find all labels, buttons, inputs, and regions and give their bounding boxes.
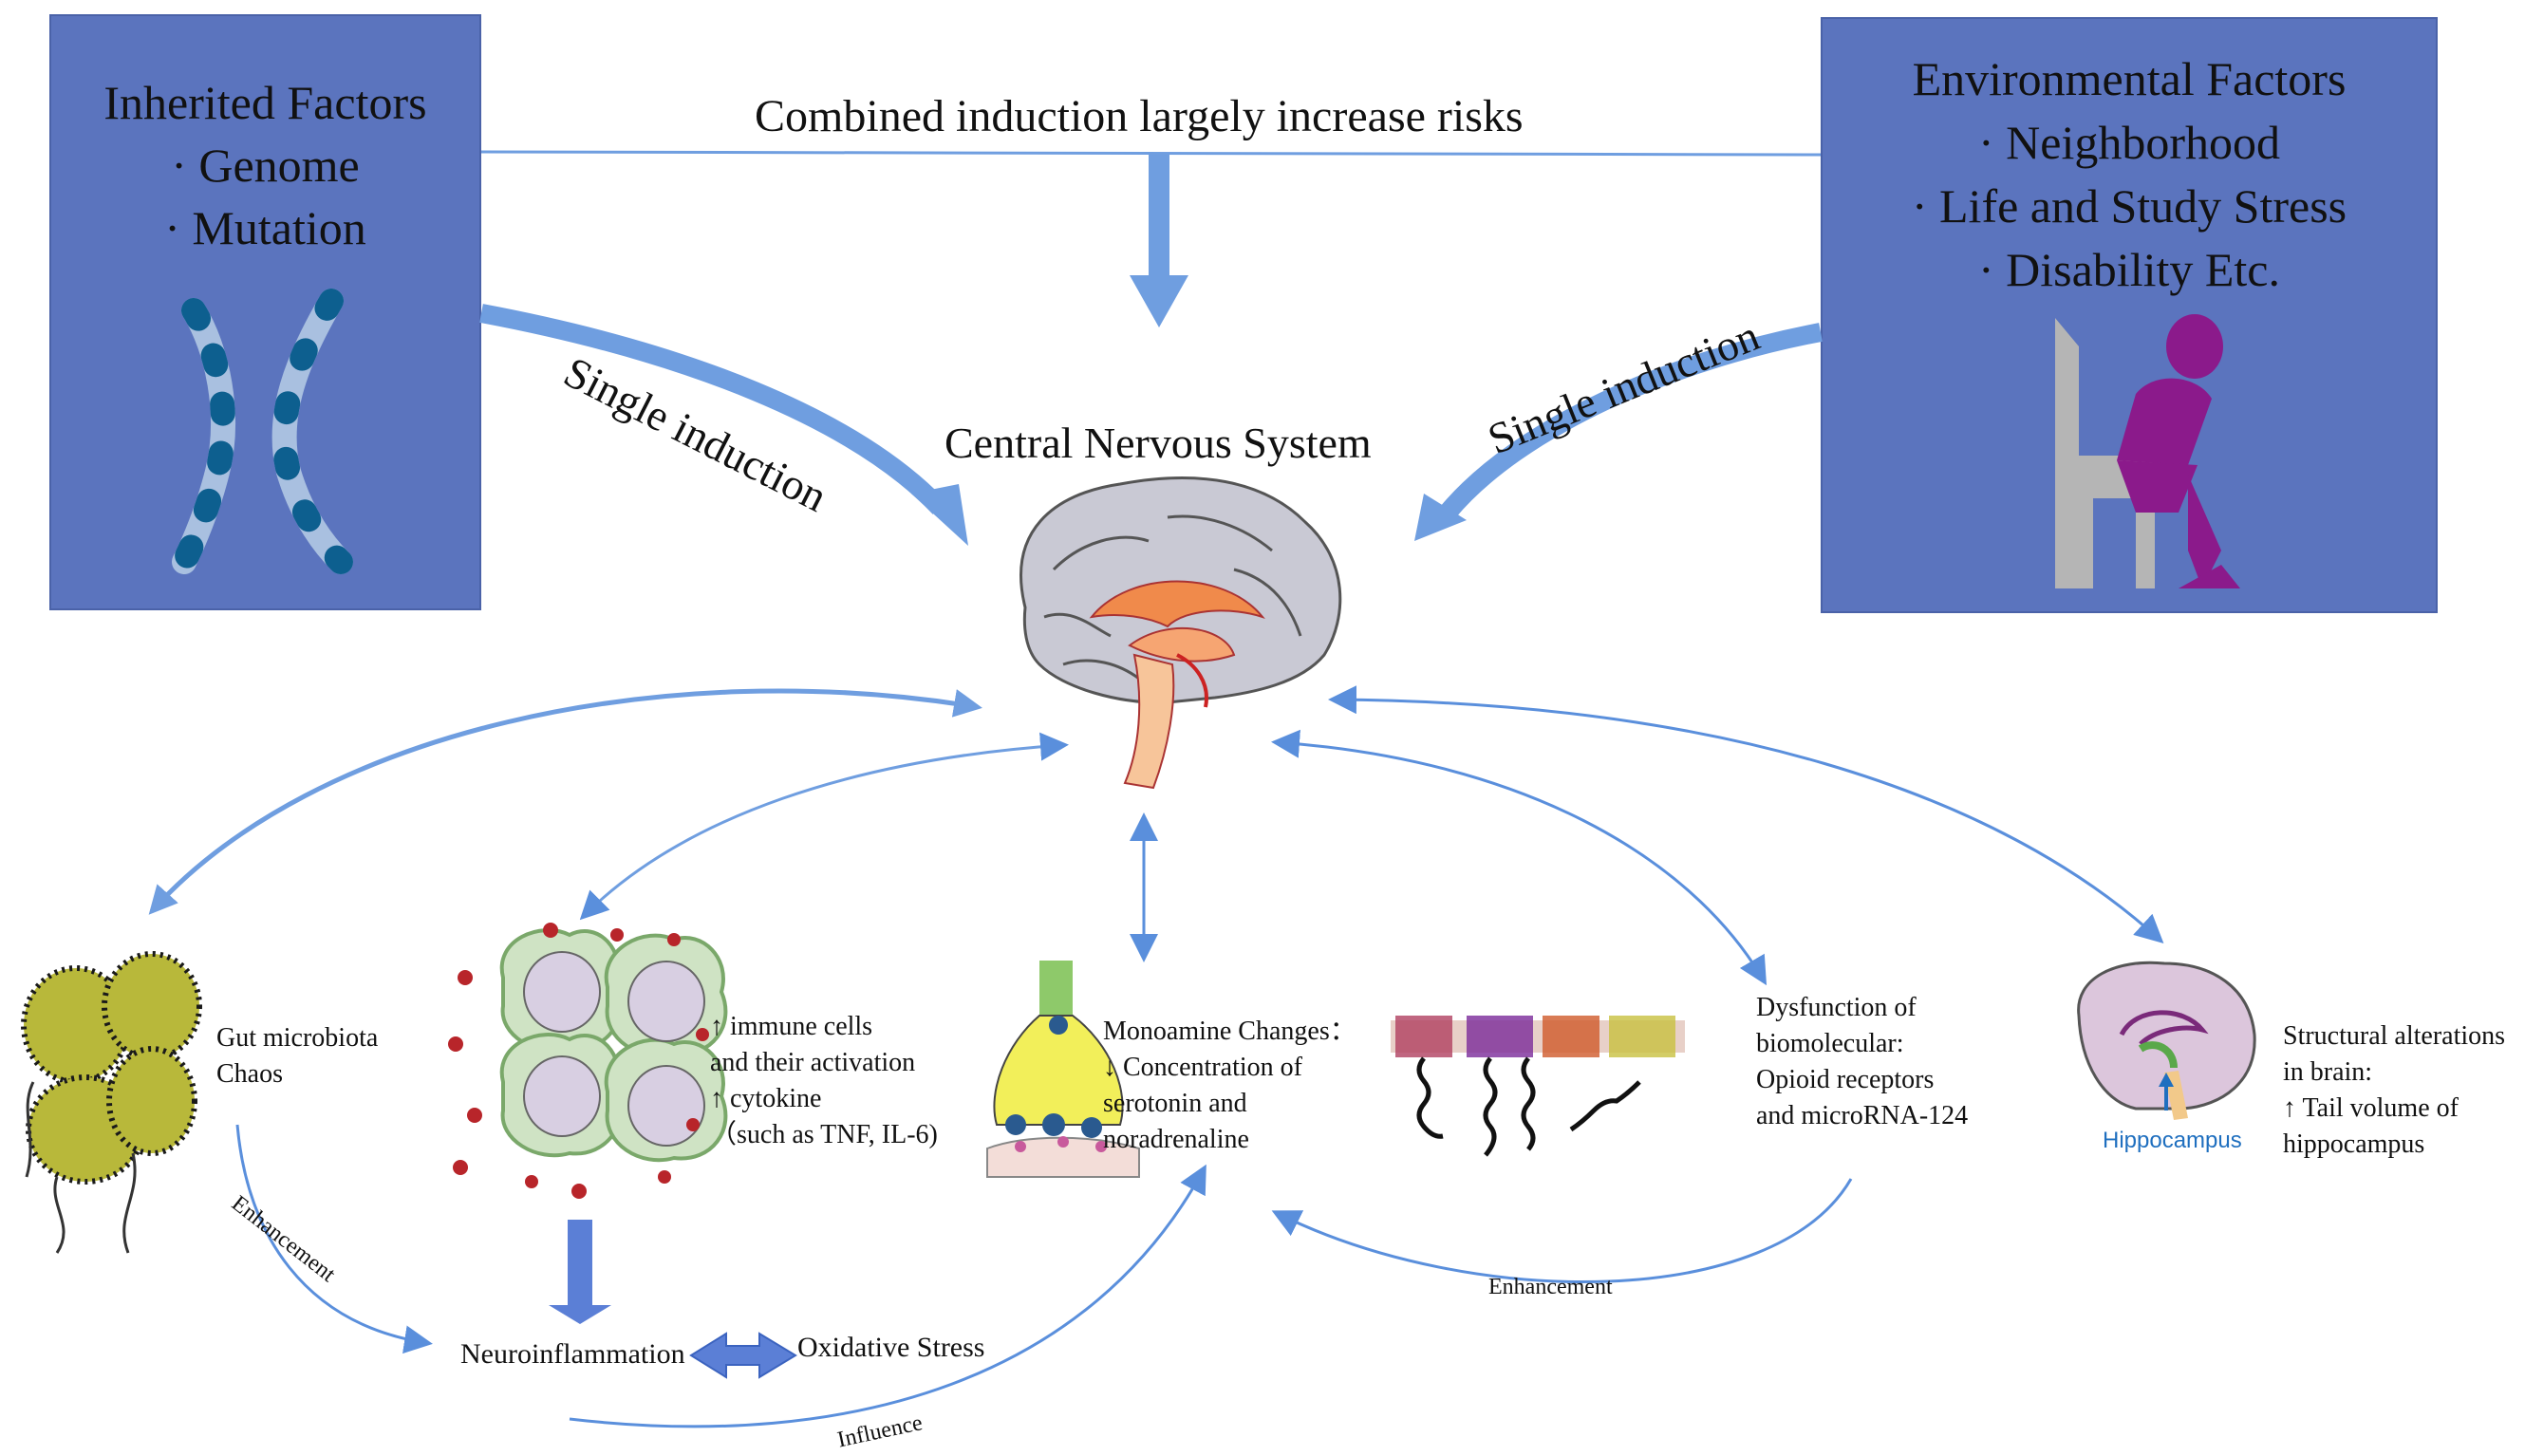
inherited-item-genome: · Genome	[171, 139, 360, 192]
environmental-item-disability: · Disability Etc.	[1978, 243, 2280, 296]
neuroinflammation-label: Neuroinflammation	[460, 1338, 685, 1370]
gut-microbiota-label: Gut microbiota Chaos	[216, 1023, 379, 1089]
immune-cells-label: ↑ immune cells and their activation ↑ cy…	[710, 1012, 938, 1149]
biomolecular-dysfunction-label: Dysfunction of biomolecular: Opioid rece…	[1756, 993, 1969, 1130]
inherited-factors-title: Inherited Factors	[103, 76, 427, 129]
oxidative-stress-label: Oxidative Stress	[797, 1332, 985, 1363]
combined-induction-label: Combined induction largely increase risk…	[755, 91, 1524, 141]
environmental-factors-box: Environmental Factors · Neighborhood · L…	[1821, 17, 2438, 613]
environmental-item-stress: · Life and Study Stress	[1911, 179, 2347, 233]
monoamine-changes-label: Monoamine Changes： ↓ Concentration of se…	[1103, 1017, 1356, 1154]
structural-alterations-label: Structural alterations in brain: ↑ Tail …	[2283, 1021, 2506, 1159]
environmental-factors-title: Environmental Factors	[1912, 52, 2347, 105]
enhancement-right-label: Enhancement	[1488, 1275, 1613, 1299]
sitting-person-icon	[2055, 314, 2240, 588]
central-nervous-system-label: Central Nervous System	[945, 419, 1372, 467]
chromosome-icon	[172, 289, 353, 574]
hippocampus-label: Hippocampus	[2103, 1128, 2242, 1153]
inherited-item-mutation: · Mutation	[164, 201, 366, 254]
inherited-factors-box: Inherited Factors · Genome · Mutation	[49, 14, 481, 610]
environmental-item-neighborhood: · Neighborhood	[1978, 116, 2280, 169]
